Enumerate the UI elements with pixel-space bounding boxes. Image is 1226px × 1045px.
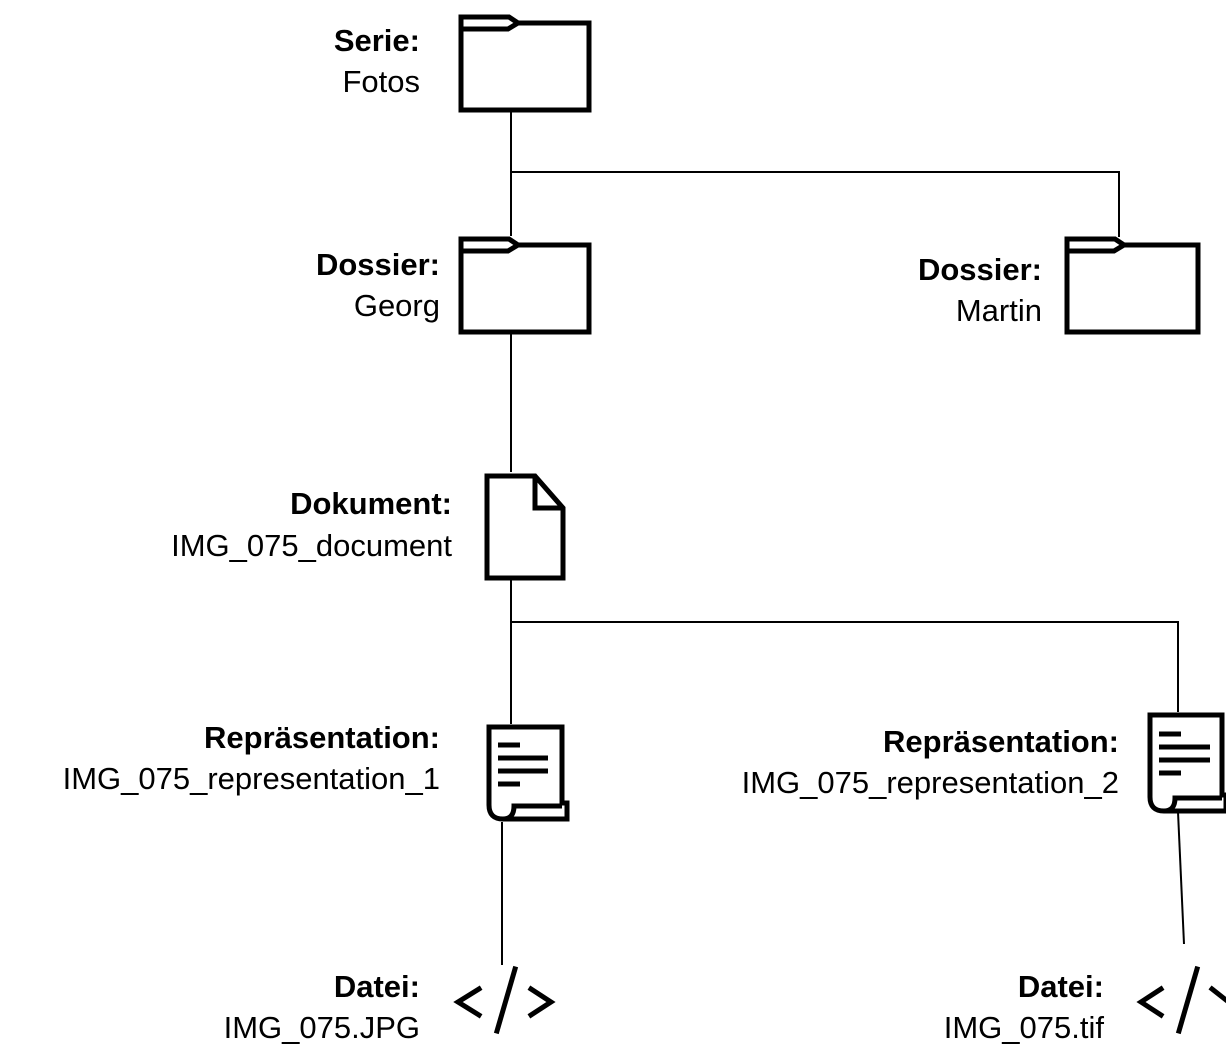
node-name-label: IMG_075_representation_2	[742, 765, 1119, 800]
code-icon	[453, 965, 556, 1035]
connector-dokument-rep2	[511, 621, 1179, 712]
node-datei-2[interactable]: Datei: IMG_075.tif	[944, 965, 1226, 1045]
node-representation-1[interactable]: Repräsentation: IMG_075_representation_1	[63, 720, 570, 822]
node-dossier-georg[interactable]: Dossier: Georg	[316, 236, 592, 335]
node-name-label: IMG_075.JPG	[224, 1010, 420, 1045]
connectors	[501, 112, 1185, 965]
node-type-label: Dossier:	[316, 247, 440, 282]
node-name-label: Fotos	[342, 64, 420, 99]
node-name-label: Martin	[956, 293, 1042, 328]
node-representation-2[interactable]: Repräsentation: IMG_075_representation_2	[742, 712, 1226, 814]
node-name-label: Georg	[354, 288, 440, 323]
node-type-label: Datei:	[1018, 969, 1104, 1004]
node-type-label: Dokument:	[290, 486, 452, 521]
node-dokument[interactable]: Dokument: IMG_075_document	[171, 473, 566, 581]
scroll-icon	[486, 724, 570, 822]
node-serie[interactable]: Serie: Fotos	[334, 14, 592, 113]
node-name-label: IMG_075_document	[171, 528, 452, 563]
document-icon	[484, 473, 566, 581]
node-name-label: IMG_075.tif	[944, 1010, 1105, 1045]
connector-serie-martin	[511, 171, 1120, 237]
node-type-label: Repräsentation:	[883, 724, 1119, 759]
node-datei-1[interactable]: Datei: IMG_075.JPG	[224, 965, 556, 1045]
node-dossier-martin[interactable]: Dossier: Martin	[918, 236, 1201, 335]
node-type-label: Serie:	[334, 23, 420, 58]
node-type-label: Dossier:	[918, 252, 1042, 287]
folder-icon	[1064, 236, 1201, 335]
code-icon	[1136, 965, 1226, 1035]
node-name-label: IMG_075_representation_1	[63, 761, 440, 796]
node-type-label: Repräsentation:	[204, 720, 440, 755]
node-type-label: Datei:	[334, 969, 420, 1004]
connector-rep2-datei2	[1177, 811, 1185, 945]
folder-icon	[458, 14, 592, 113]
folder-icon	[458, 236, 592, 335]
scroll-icon	[1147, 712, 1226, 814]
